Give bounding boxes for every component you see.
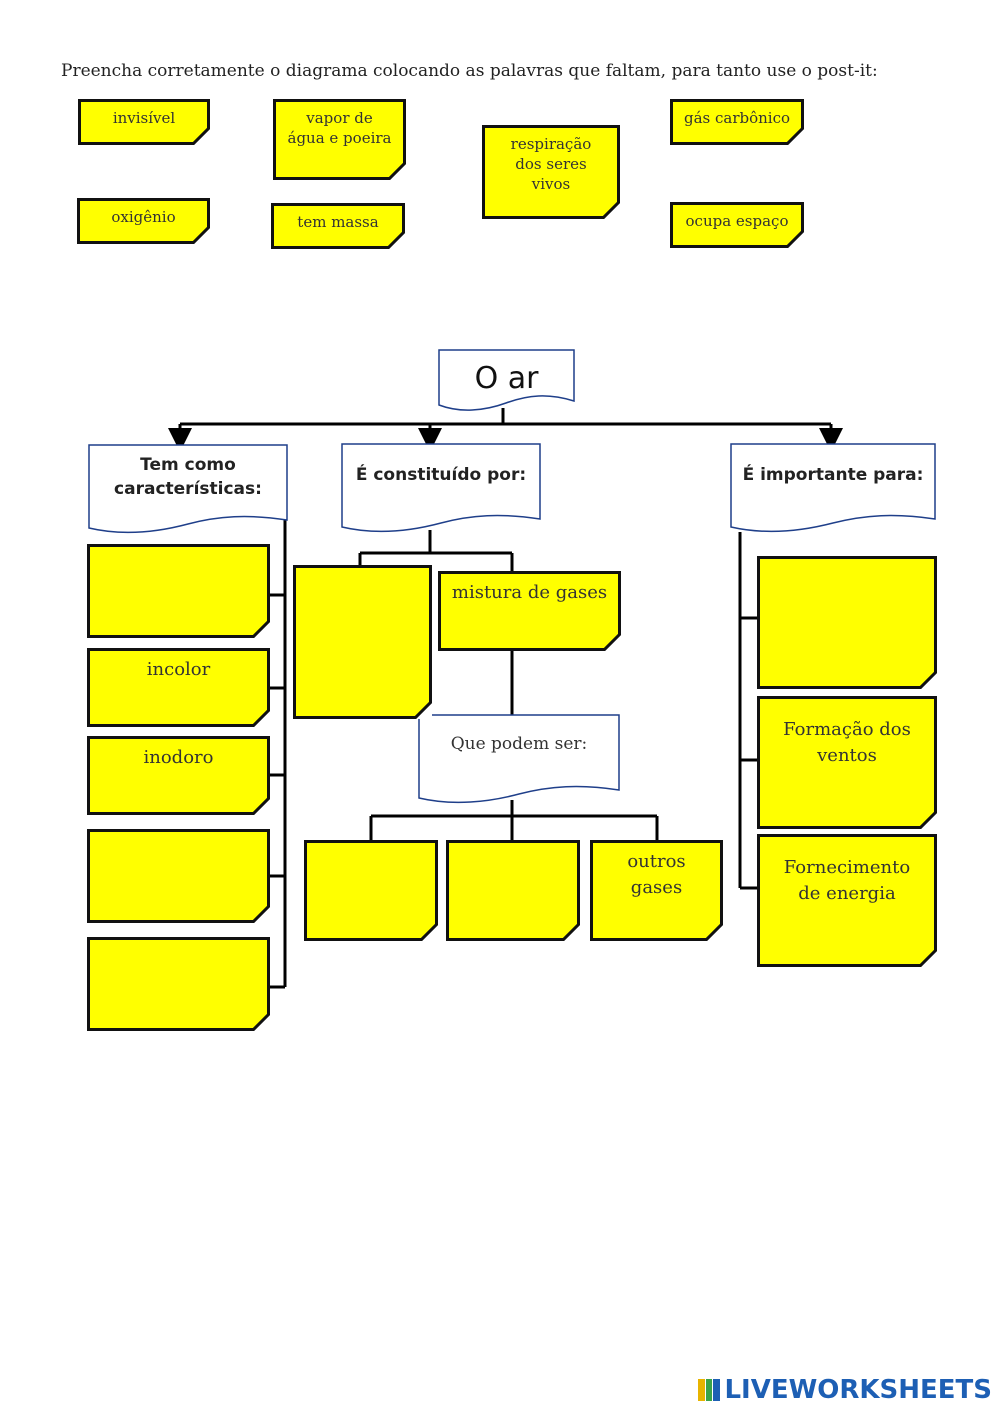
page-fold-icon xyxy=(252,797,270,815)
page-fold-icon xyxy=(387,231,405,249)
page-fold-icon xyxy=(562,923,580,941)
page-fold-icon xyxy=(252,1013,270,1031)
note-label xyxy=(296,568,429,574)
note-label: gás carbônico xyxy=(683,109,791,127)
wordbank-note-oxigenio[interactable]: oxigênio xyxy=(77,198,210,244)
diagram-title: O ar xyxy=(474,361,539,396)
bottom-note-outros-gases[interactable]: outros gases xyxy=(590,840,723,941)
middle-note-blank[interactable] xyxy=(293,565,432,719)
page-fold-icon xyxy=(919,949,937,967)
middle-header: É constituído por: xyxy=(355,465,527,485)
liveworksheets-logo: LIVEWORKSHEETS xyxy=(698,1375,992,1405)
note-label: Fornecimento de energia xyxy=(783,857,911,904)
page-fold-icon xyxy=(388,162,406,180)
note-label: invisível xyxy=(112,109,176,127)
page-fold-icon xyxy=(414,701,432,719)
page-fold-icon xyxy=(919,811,937,829)
right-note-1[interactable] xyxy=(757,556,937,689)
left-note-3[interactable]: inodoro xyxy=(87,736,270,815)
right-header: É importante para: xyxy=(742,465,924,485)
page-fold-icon xyxy=(192,127,210,145)
page-fold-icon xyxy=(192,226,210,244)
note-label xyxy=(449,843,577,849)
note-label: mistura de gases xyxy=(451,582,608,603)
page-fold-icon xyxy=(603,633,621,651)
page-fold-icon xyxy=(602,201,620,219)
left-header: Tem como características: xyxy=(114,455,262,499)
wordbank-note-vapor[interactable]: vapor de água e poeira xyxy=(273,99,406,180)
title-document-shape xyxy=(438,349,575,411)
page-fold-icon xyxy=(786,127,804,145)
brand-name: LIVEWORKSHEETS xyxy=(724,1375,992,1405)
page-fold-icon xyxy=(705,923,723,941)
note-label: ocupa espaço xyxy=(685,212,789,230)
page-fold-icon xyxy=(919,671,937,689)
wordbank-note-respiracao[interactable]: respiração dos seres vivos xyxy=(482,125,620,219)
page-fold-icon xyxy=(252,905,270,923)
page-fold-icon xyxy=(252,709,270,727)
note-label: incolor xyxy=(146,659,211,680)
bottom-note-1[interactable] xyxy=(304,840,438,941)
wordbank-note-invisivel[interactable]: invisível xyxy=(78,99,210,145)
left-note-1[interactable] xyxy=(87,544,270,638)
right-note-ventos[interactable]: Formação dos ventos xyxy=(757,696,937,829)
middle-note-mistura[interactable]: mistura de gases xyxy=(438,571,621,651)
wordbank-note-gas-carbonico[interactable]: gás carbônico xyxy=(670,99,804,145)
note-label: oxigênio xyxy=(111,208,176,226)
right-header-document-shape xyxy=(730,443,936,533)
note-label xyxy=(90,832,267,838)
note-label: respiração dos seres vivos xyxy=(510,135,592,193)
page-fold-icon xyxy=(786,230,804,248)
wordbank-note-tem-massa[interactable]: tem massa xyxy=(271,203,405,249)
page-fold-icon xyxy=(420,923,438,941)
note-label: Formação dos ventos xyxy=(783,719,911,766)
page-fold-icon xyxy=(252,620,270,638)
note-label: vapor de água e poeira xyxy=(287,109,392,147)
note-label xyxy=(760,559,934,565)
liveworksheets-logo-icon xyxy=(698,1379,721,1401)
note-label xyxy=(307,843,435,849)
note-label: tem massa xyxy=(297,213,379,231)
instruction-text: Preencha corretamente o diagrama colocan… xyxy=(61,61,878,81)
note-label: inodoro xyxy=(143,747,214,768)
wordbank-note-ocupa-espaco[interactable]: ocupa espaço xyxy=(670,202,804,248)
note-label xyxy=(90,547,267,553)
bottom-note-2[interactable] xyxy=(446,840,580,941)
right-note-energia[interactable]: Fornecimento de energia xyxy=(757,834,937,967)
left-header-document-shape xyxy=(88,444,288,534)
left-note-4[interactable] xyxy=(87,829,270,923)
sub-header: Que podem ser: xyxy=(450,734,588,754)
left-note-2[interactable]: incolor xyxy=(87,648,270,727)
left-note-5[interactable] xyxy=(87,937,270,1031)
note-label: outros gases xyxy=(627,851,686,898)
middle-header-document-shape xyxy=(341,443,541,533)
sub-header-document-shape xyxy=(418,714,620,804)
note-label xyxy=(90,940,267,946)
